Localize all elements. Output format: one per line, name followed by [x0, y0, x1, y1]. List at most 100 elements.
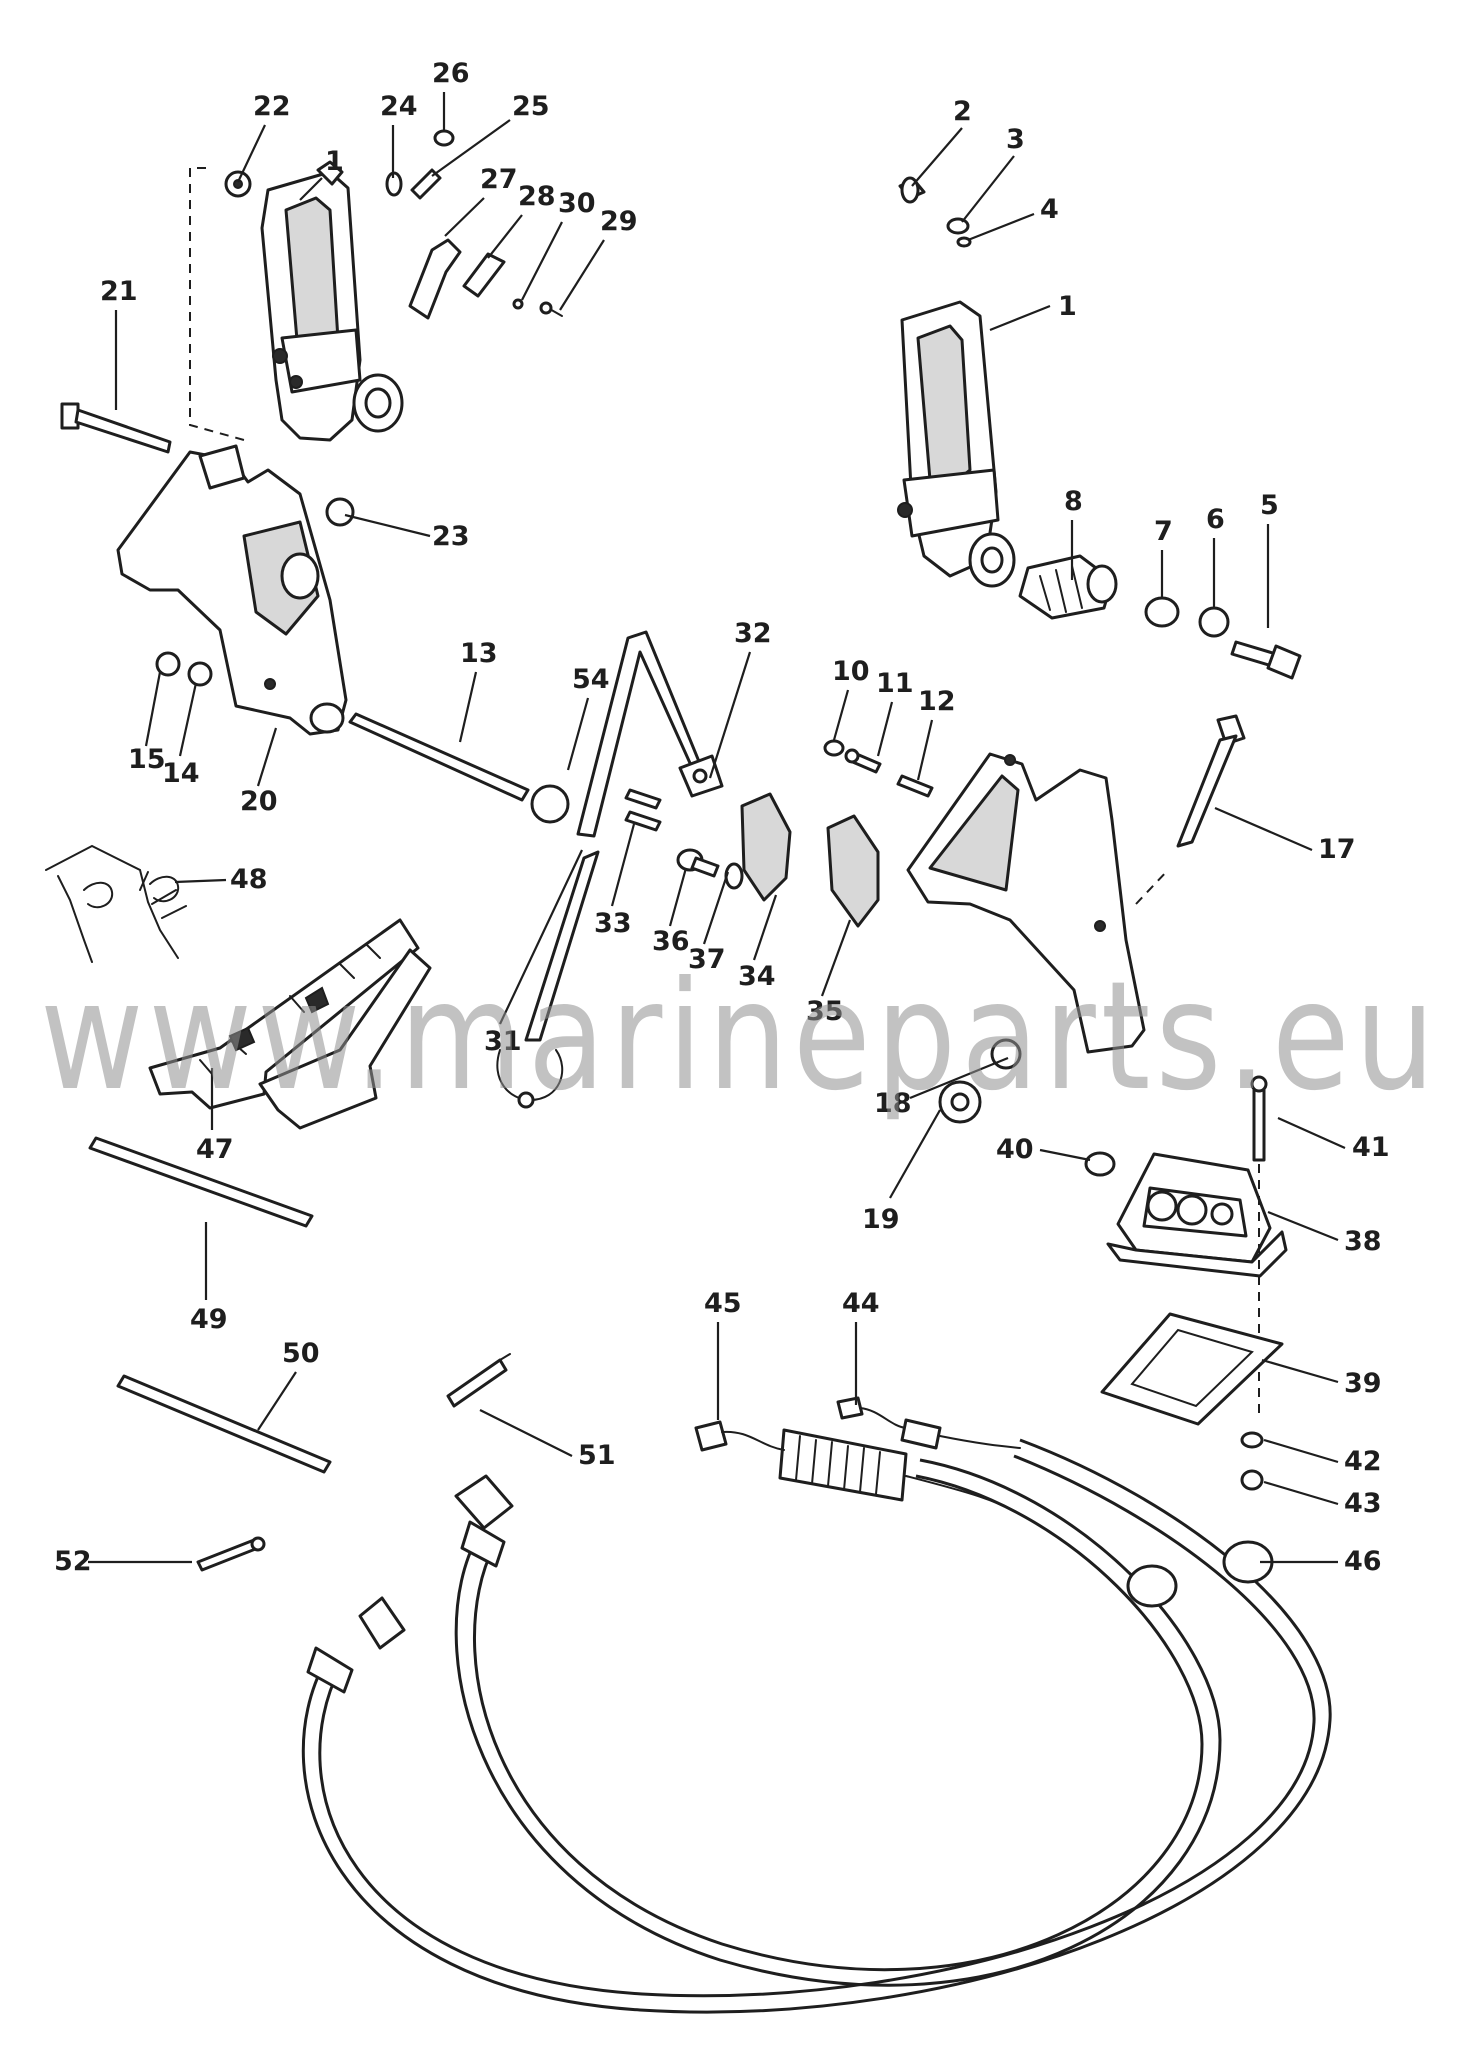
callout-45: 45: [704, 1288, 742, 1319]
washer-14: [187, 661, 213, 687]
leader-line-35: [820, 919, 852, 997]
leader-line-22: [237, 124, 266, 183]
swivel-bracket-left: [260, 160, 404, 442]
nut-15: [155, 651, 181, 677]
callout-24: 24: [380, 91, 418, 122]
nut-43: [1240, 1469, 1264, 1491]
callout-23: 23: [432, 521, 470, 552]
bolt-41: [1250, 1075, 1268, 1162]
callout-1b: 1: [1058, 291, 1077, 322]
tilt-tube-13: [348, 712, 570, 824]
callout-47: 47: [196, 1134, 234, 1165]
callout-5: 5: [1260, 490, 1279, 521]
leader-line-17: [1214, 806, 1313, 852]
callout-30: 30: [558, 188, 596, 219]
callout-17: 17: [1318, 834, 1356, 865]
screw-52: [196, 1536, 266, 1572]
bushing-19: [938, 1080, 982, 1124]
leader-line-1b: [989, 304, 1051, 332]
callout-7: 7: [1154, 516, 1173, 547]
leader-line-54: [566, 697, 590, 771]
bolt-21: [60, 402, 172, 454]
callout-39: 39: [1344, 1368, 1382, 1399]
callout-48: 48: [230, 864, 268, 895]
leader-line-15: [144, 671, 162, 747]
leader-line-13: [458, 671, 478, 743]
leader-line-14: [178, 682, 198, 757]
leader-line-12: [916, 719, 934, 781]
leader-line-20: [256, 727, 278, 787]
washer-6: [1198, 606, 1230, 638]
clamp-bracket-right: [906, 752, 1146, 1054]
plate-34: [740, 792, 792, 902]
plate-35: [826, 814, 880, 928]
callout-34: 34: [738, 961, 776, 992]
bushing-8: [1018, 554, 1118, 620]
spacer-7: [1144, 596, 1180, 628]
hoses-46: [301, 1438, 1332, 2014]
leader-line-32: [708, 651, 752, 779]
nut-40: [1084, 1151, 1116, 1177]
strap-47: [148, 918, 432, 1130]
callout-38: 38: [1344, 1226, 1382, 1257]
callout-28: 28: [518, 181, 556, 212]
leader-line-43: [1263, 1480, 1339, 1506]
callout-51: 51: [578, 1440, 616, 1471]
callout-29: 29: [600, 206, 638, 237]
spring-48: [45, 844, 187, 963]
callout-2: 2: [953, 96, 972, 127]
leader-line-34: [752, 894, 778, 961]
leader-line-3: [961, 155, 1015, 223]
bolt-17: [1176, 714, 1246, 848]
bolt-5: [1230, 640, 1302, 680]
leader-line-1a: [299, 177, 323, 201]
callout-10: 10: [832, 656, 870, 687]
leader-line-27: [444, 197, 485, 237]
callout-35: 35: [806, 996, 844, 1027]
tilt-lock-lever: [496, 630, 724, 1109]
leader-line-39: [1261, 1358, 1339, 1384]
leader-line-11: [876, 701, 894, 757]
callout-11: 11: [876, 668, 914, 699]
leader-line-42: [1263, 1438, 1339, 1464]
nut-23: [325, 497, 355, 527]
callout-18: 18: [874, 1088, 912, 1119]
callout-31: 31: [484, 1026, 522, 1057]
leader-line-51: [479, 1409, 573, 1457]
callout-20: 20: [240, 786, 278, 817]
callout-43: 43: [1344, 1488, 1382, 1519]
small-hardware-2-4: [898, 176, 972, 248]
gasket-39: [1100, 1312, 1284, 1426]
fitting-44: [836, 1396, 1021, 1450]
leader-line-25: [431, 119, 511, 177]
callout-27: 27: [480, 164, 518, 195]
small-hardware-24-30: [385, 129, 563, 320]
leader-line-30: [521, 221, 563, 301]
callout-15: 15: [128, 744, 166, 775]
callout-52: 52: [54, 1546, 92, 1577]
leader-line-41: [1277, 1116, 1346, 1150]
leader-line-4: [967, 212, 1035, 242]
rod-49: [88, 1136, 314, 1228]
callout-8: 8: [1064, 486, 1083, 517]
leader-line-18: [909, 1056, 1009, 1100]
callout-22: 22: [253, 91, 291, 122]
callout-36: 36: [652, 926, 690, 957]
callout-3: 3: [1006, 124, 1025, 155]
swivel-bracket-right: [897, 300, 1016, 588]
coil-fitting-45: [694, 1420, 1031, 1521]
callout-26: 26: [432, 58, 470, 89]
callout-4: 4: [1040, 194, 1059, 225]
leader-line-19: [889, 1109, 941, 1199]
pin-51: [446, 1353, 511, 1408]
callout-19: 19: [862, 1204, 900, 1235]
callout-6: 6: [1206, 504, 1225, 535]
rod-50: [116, 1374, 332, 1474]
callout-14: 14: [162, 758, 200, 789]
small-hardware-10-12: [823, 739, 934, 798]
leader-line-40: [1039, 1148, 1091, 1162]
callout-42: 42: [1344, 1446, 1382, 1477]
callout-54: 54: [572, 664, 610, 695]
